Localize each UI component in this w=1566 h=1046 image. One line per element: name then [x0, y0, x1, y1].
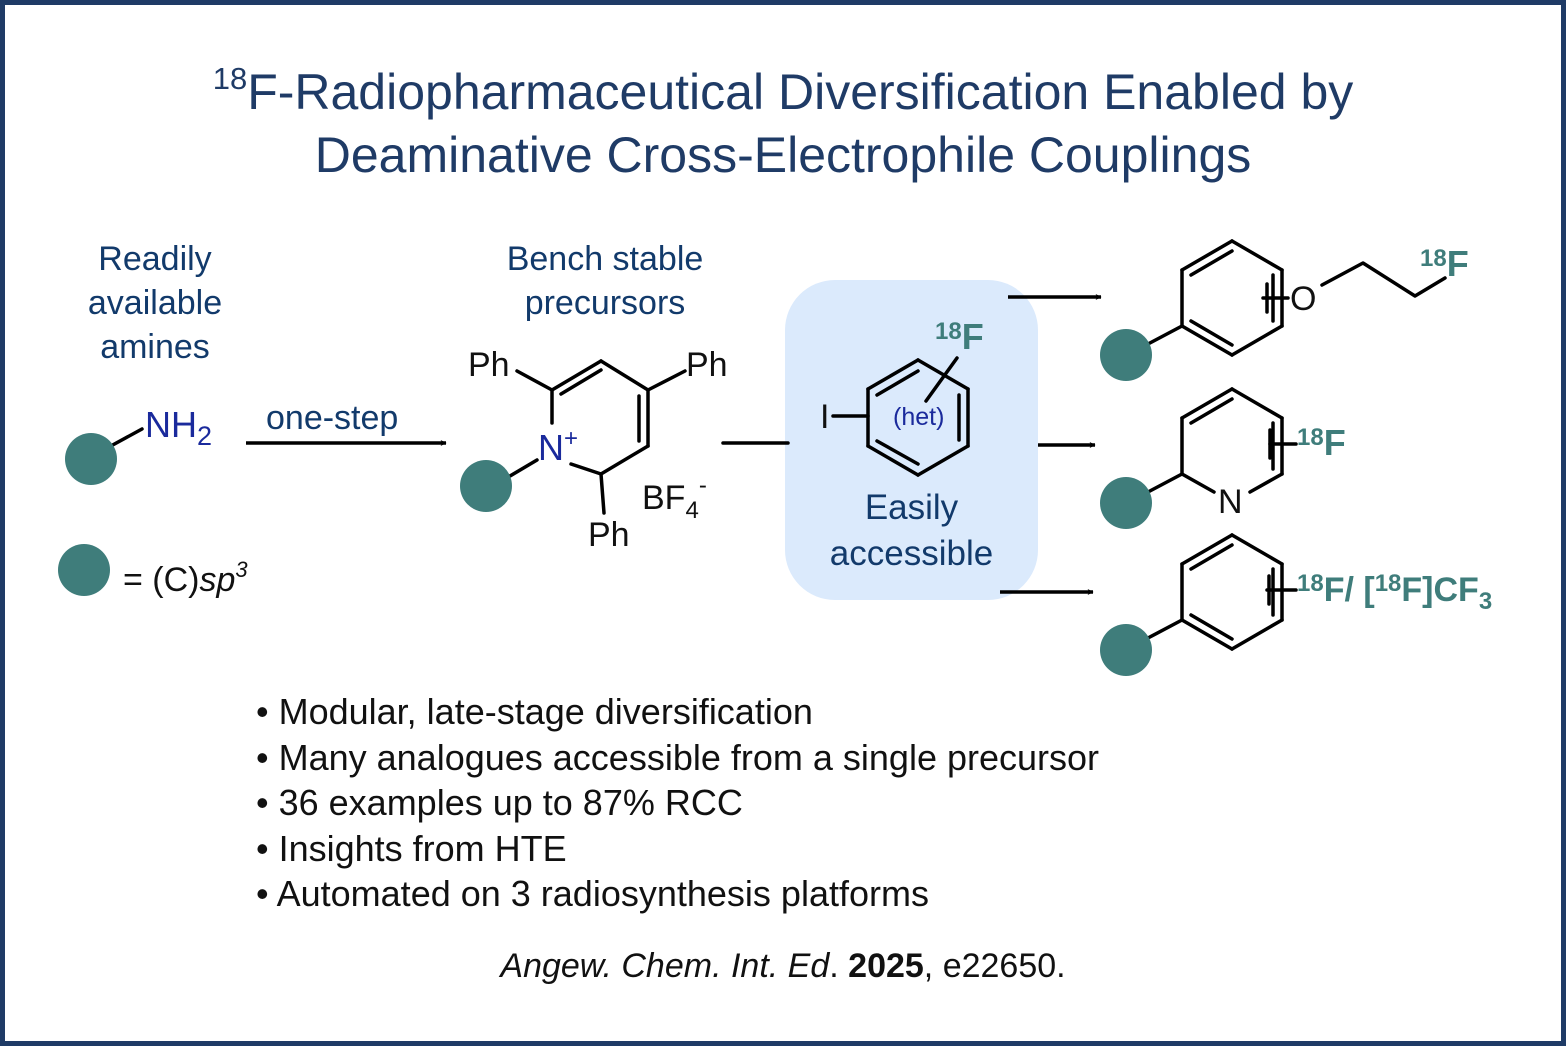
list-item: • 36 examples up to 87% RCC: [256, 782, 743, 823]
product-1-18f: 18F: [1420, 243, 1469, 284]
amines-label: Readily available amines: [87, 240, 223, 367]
ph-label-2: Ph: [468, 346, 510, 384]
reagent-label: Easily accessible: [829, 488, 994, 573]
pyridinium-nitrogen: N+: [538, 425, 578, 468]
title-line-1: 18F-Radiopharmaceutical Diversification …: [212, 61, 1354, 120]
fluoro-bond: [924, 356, 959, 403]
n-alkyl-bond: [503, 458, 539, 481]
sp3-dot-product-3: [1100, 624, 1152, 676]
list-item: • Automated on 3 radiosynthesis platform…: [256, 873, 929, 914]
product-1-bond: [1146, 324, 1184, 346]
product-1-chain: [1320, 261, 1447, 298]
sp3-dot-legend: [58, 544, 110, 596]
ph-bond-2: [515, 369, 554, 392]
product-3-ring: [1180, 533, 1284, 651]
ph-label-4: Ph: [686, 346, 728, 384]
product-2-18f: 18F: [1297, 422, 1346, 463]
list-item: • Insights from HTE: [256, 827, 567, 869]
feature-list: • Modular, late-stage diversification • …: [256, 689, 1099, 917]
list-item: • Many analogues accessible from a singl…: [256, 736, 1100, 778]
list-item: • Modular, late-stage diversification: [256, 691, 813, 732]
one-step-label: one-step: [266, 399, 398, 437]
bf4-counterion: BF4-: [642, 472, 707, 524]
sp3-dot-amine: [65, 433, 117, 485]
product-3-18f-cf3: 18F/ [18F]CF3: [1297, 570, 1492, 615]
ph-bond-4: [646, 369, 687, 392]
pyridinium-ring: [550, 359, 650, 476]
sp3-dot-precursor: [460, 460, 512, 512]
citation: Angew. Chem. Int. Ed. 2025, e22650.: [500, 947, 1066, 985]
product-1-oxygen: O: [1290, 280, 1316, 318]
het-label: (het): [893, 403, 944, 431]
product-2-bond: [1146, 472, 1184, 494]
sp3-dot-product-1: [1100, 329, 1152, 381]
product-3-bond: [1146, 618, 1184, 640]
sp3-legend: = (C)sp3: [123, 557, 248, 599]
reaction-scheme: NH2 one-step = (C)sp3 Ph Ph Ph N+ BF4- I…: [58, 239, 1492, 676]
product-2-nitrogen: N: [1218, 483, 1243, 521]
title-line-2: Deaminative Cross-Electrophile Couplings: [314, 127, 1252, 183]
reagent-highlight-box: [785, 280, 1038, 600]
reagent-18f: 18F: [935, 316, 984, 357]
amine-bond: [107, 427, 144, 449]
ph-label-6: Ph: [588, 516, 630, 554]
ph-bond-6: [599, 472, 606, 515]
sp3-dot-product-2: [1100, 477, 1152, 529]
amine-nh2: NH2: [145, 404, 212, 451]
product-2-ring: [1180, 387, 1284, 494]
iodo-label: I: [820, 398, 829, 436]
precursors-label: Bench stable precursors: [506, 240, 704, 323]
reagent-ring: [866, 358, 970, 477]
